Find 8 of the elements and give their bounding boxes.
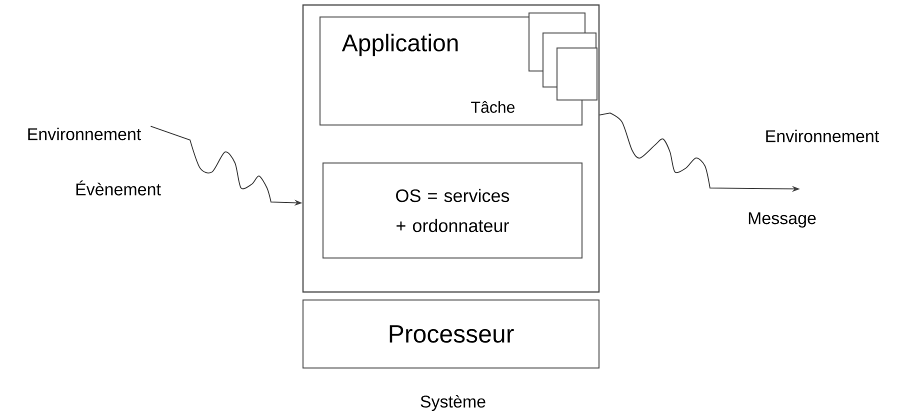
system-box: [302, 4, 600, 293]
environment-label: Environnement: [766, 130, 880, 142]
edge-label: Évènement: [76, 180, 161, 196]
processor-box: Processeur: [302, 299, 600, 368]
system-label: Système: [420, 394, 486, 411]
environment-label: Environnement: [28, 128, 142, 140]
os-box: OS = services + ordonnateur: [322, 162, 582, 258]
edge-label: Message: [748, 212, 816, 228]
